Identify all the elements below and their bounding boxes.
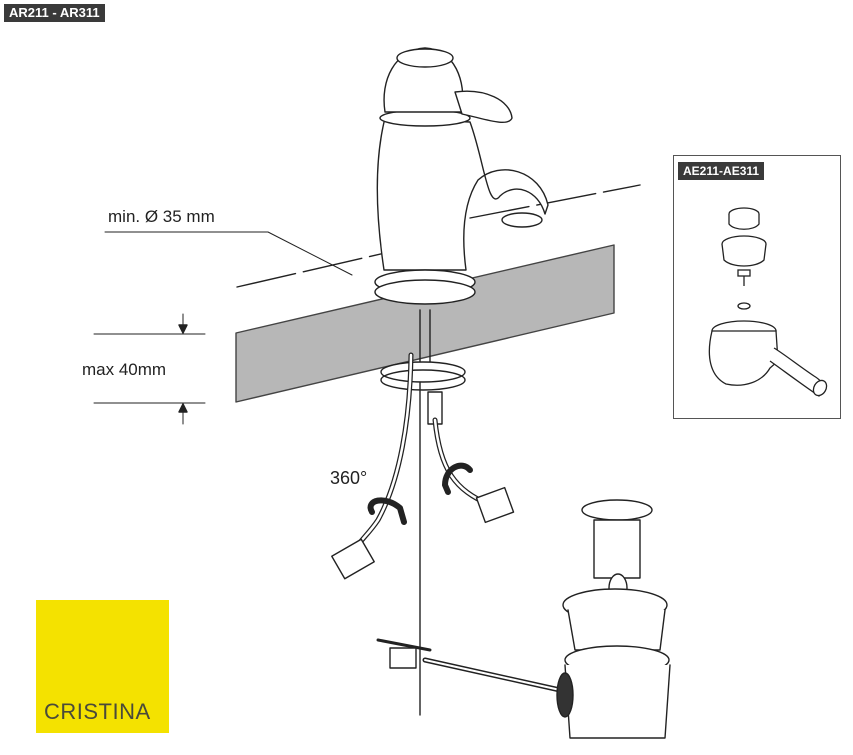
hose-nut-right xyxy=(475,486,515,524)
waste-body-upper xyxy=(567,609,666,651)
spare-parts-inset: AE211-AE311 xyxy=(673,155,841,419)
handle-exploded-view xyxy=(708,207,828,397)
fixing-washer-bottom xyxy=(380,369,466,391)
pivot-rod-inner xyxy=(424,659,561,691)
model-code-badge: AR211 - AR311 xyxy=(4,4,105,22)
handle-washer xyxy=(737,302,751,310)
handle-lever-body xyxy=(708,330,779,386)
rotation-label: 360° xyxy=(330,468,368,488)
handle-cap-body xyxy=(728,214,760,230)
hole-diameter-label: min. Ø 35 mm xyxy=(108,207,215,226)
waste-plug-cap xyxy=(581,499,653,521)
hose-right-inner xyxy=(433,418,492,507)
waste-rod-gland xyxy=(556,672,574,718)
hose-nut-left xyxy=(331,538,375,580)
countertop-edge-line xyxy=(236,252,386,288)
waste-plug-stem xyxy=(593,519,641,579)
dim-arrowhead-bottom xyxy=(178,403,188,413)
diameter-leader-line xyxy=(104,231,353,276)
countertop-slab xyxy=(235,244,615,403)
fixing-washer xyxy=(380,361,466,383)
handle-screw-head xyxy=(737,269,751,277)
rotation-arrow-left xyxy=(367,497,407,525)
lift-rod xyxy=(376,638,432,652)
countertop-back-line xyxy=(469,184,641,219)
rotation-arrow-right xyxy=(442,462,473,495)
handle-ring-body xyxy=(721,243,767,267)
dim-arrowhead-top xyxy=(178,324,188,334)
brand-logo: CRISTINA xyxy=(36,600,169,733)
inset-model-code-badge: AE211-AE311 xyxy=(678,162,765,180)
handle-lever-tip xyxy=(812,379,828,397)
faucet-body xyxy=(374,47,549,305)
waste-body-lower xyxy=(564,664,671,739)
rod-clamp xyxy=(389,647,417,669)
brand-name: CRISTINA xyxy=(44,699,151,724)
max-thickness-label: max 40mm xyxy=(82,360,167,379)
